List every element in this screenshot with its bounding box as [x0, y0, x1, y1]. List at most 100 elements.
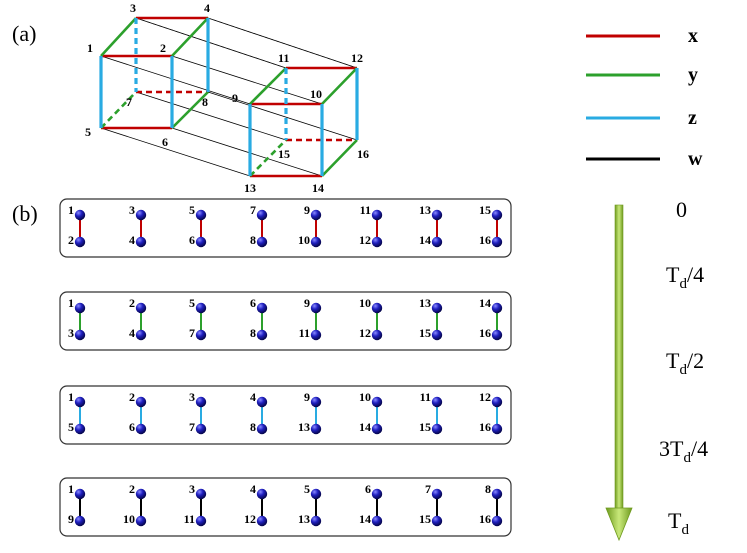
site-node [74, 488, 86, 500]
site-label: 5 [189, 296, 195, 310]
cube-vertex-label: 4 [204, 1, 210, 15]
site-label: 8 [485, 482, 491, 496]
site-node [74, 209, 86, 221]
site-node [431, 488, 443, 500]
site-label: 16 [479, 420, 491, 434]
site-label: 16 [479, 233, 491, 247]
cube-edge-y [249, 67, 287, 105]
site-label: 5 [68, 420, 74, 434]
site-label: 7 [189, 420, 195, 434]
site-label: 6 [189, 233, 195, 247]
site-label: 4 [129, 326, 135, 340]
site-node [310, 236, 322, 248]
site-label: 5 [189, 203, 195, 217]
site-node [371, 423, 383, 435]
site-label: 12 [359, 326, 371, 340]
site-label: 9 [304, 296, 310, 310]
panel-label-a: (a) [12, 21, 36, 46]
legend-label-w: w [688, 148, 703, 170]
site-label: 3 [68, 326, 74, 340]
site-node [371, 236, 383, 248]
site-label: 12 [479, 390, 491, 404]
cube-vertex-label: 14 [312, 181, 324, 195]
site-node [371, 515, 383, 527]
cube-vertex-label: 7 [126, 95, 132, 109]
site-label: 6 [129, 420, 135, 434]
site-label: 7 [189, 326, 195, 340]
site-label: 15 [479, 203, 491, 217]
cube-w-link [171, 55, 323, 105]
cube-vertex-label: 15 [278, 147, 290, 161]
site-label: 16 [479, 512, 491, 526]
cube-w-link [100, 127, 251, 177]
site-node [74, 236, 86, 248]
site-label: 10 [359, 296, 371, 310]
site-label: 6 [250, 296, 256, 310]
site-node [310, 515, 322, 527]
site-node [256, 423, 268, 435]
site-node [195, 302, 207, 314]
site-label: 11 [420, 390, 431, 404]
cube-vertex-label: 10 [310, 87, 322, 101]
site-node [431, 396, 443, 408]
site-node [135, 236, 147, 248]
site-label: 8 [250, 420, 256, 434]
site-node [195, 236, 207, 248]
site-label: 16 [479, 326, 491, 340]
site-node [74, 329, 86, 341]
site-node [431, 302, 443, 314]
legend-label-x: x [688, 25, 698, 47]
site-label: 11 [184, 512, 195, 526]
site-label: 11 [360, 203, 371, 217]
time-label: 3Td/4 [659, 436, 708, 466]
site-label: 13 [298, 512, 310, 526]
site-label: 3 [189, 390, 195, 404]
cube-vertex-label: 1 [87, 41, 93, 55]
site-node [310, 488, 322, 500]
site-label: 12 [244, 512, 256, 526]
site-label: 2 [129, 390, 135, 404]
cube-edge-y [321, 139, 358, 177]
cube-edge-y [100, 91, 137, 129]
site-node [135, 302, 147, 314]
site-label: 6 [365, 482, 371, 496]
site-node [431, 209, 443, 221]
cube-edge-y [100, 17, 137, 57]
cube-edge-y [171, 91, 209, 129]
step-frame [59, 198, 512, 258]
site-label: 14 [359, 420, 371, 434]
site-label: 7 [425, 482, 431, 496]
site-node [195, 488, 207, 500]
site-node [310, 209, 322, 221]
site-label: 11 [299, 326, 310, 340]
cube-edge-y [171, 17, 209, 57]
site-node [195, 209, 207, 221]
site-node [371, 209, 383, 221]
site-label: 3 [129, 203, 135, 217]
panel-label-b: (b) [12, 201, 38, 226]
site-label: 10 [123, 512, 135, 526]
cube-edge-y [321, 67, 358, 105]
time-arrow-head [605, 507, 633, 542]
site-label: 13 [298, 420, 310, 434]
site-node [371, 396, 383, 408]
cube-vertex-label: 11 [278, 51, 289, 65]
site-label: 1 [68, 390, 74, 404]
site-node [195, 515, 207, 527]
site-node [310, 329, 322, 341]
site-node [491, 423, 503, 435]
site-node [74, 423, 86, 435]
site-label: 12 [359, 233, 371, 247]
bond-steps: 1234567891011121314151613245768911101213… [59, 198, 512, 537]
legend-label-y: y [688, 64, 698, 86]
site-node [74, 302, 86, 314]
site-node [371, 488, 383, 500]
site-label: 8 [250, 233, 256, 247]
site-label: 14 [479, 296, 491, 310]
cube-guide-line [207, 17, 358, 69]
site-label: 4 [129, 233, 135, 247]
